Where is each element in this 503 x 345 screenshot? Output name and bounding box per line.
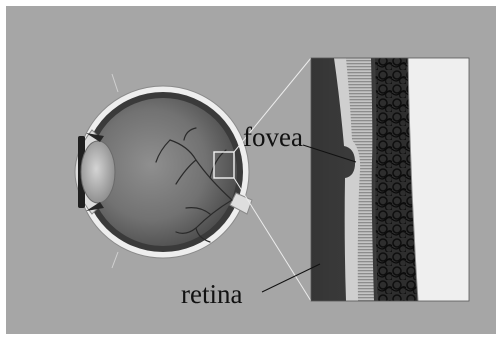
- retina-label: retina: [181, 281, 242, 308]
- fovea-label: fovea: [243, 124, 303, 151]
- magnified-retina-panel: [311, 58, 469, 301]
